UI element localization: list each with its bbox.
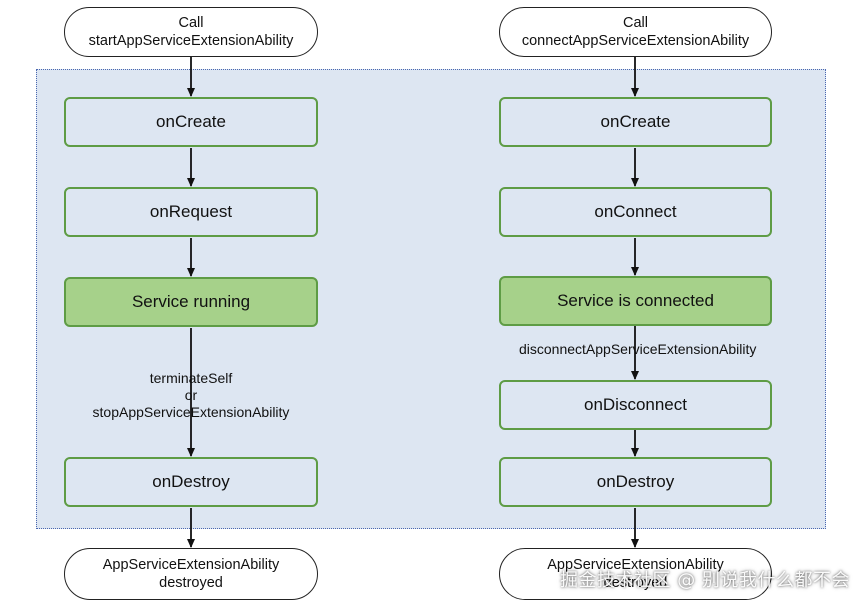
left-start-line2: startAppServiceExtensionAbility xyxy=(88,33,294,49)
left-stop-line2: or xyxy=(184,387,198,403)
left-stop-label: terminateSelf or stopAppServiceExtension… xyxy=(66,370,316,421)
right-ondisconnect-node: onDisconnect xyxy=(499,380,772,430)
right-end-line2: destroyed xyxy=(603,575,668,591)
left-end-line2: destroyed xyxy=(159,575,223,591)
right-start-line1: Call xyxy=(623,15,648,31)
left-ondestroy-node: onDestroy xyxy=(64,457,318,507)
right-onconnect-node: onConnect xyxy=(499,187,772,237)
watermark-text: 掘金技术社区 @ 别说我什么都不会 xyxy=(560,570,850,591)
right-oncreate-node: onCreate xyxy=(499,97,772,147)
left-start-line1: Call xyxy=(178,15,204,31)
right-end-terminal: AppServiceExtensionAbility destroyed xyxy=(499,548,772,600)
left-oncreate-node: onCreate xyxy=(64,97,318,147)
right-end-line1: AppServiceExtensionAbility xyxy=(547,557,724,573)
left-stop-line3: stopAppServiceExtensionAbility xyxy=(92,404,290,420)
left-start-terminal: Call startAppServiceExtensionAbility xyxy=(64,7,318,57)
left-stop-line1: terminateSelf xyxy=(149,370,233,386)
left-onrequest-node: onRequest xyxy=(64,187,318,237)
right-disconnect-label: disconnectAppServiceExtensionAbility xyxy=(519,341,757,357)
right-start-line2: connectAppServiceExtensionAbility xyxy=(521,33,750,49)
right-connected-node: Service is connected xyxy=(499,276,772,326)
left-running-node: Service running xyxy=(64,277,318,327)
right-ondestroy-node: onDestroy xyxy=(499,457,772,507)
left-end-line1: AppServiceExtensionAbility xyxy=(102,557,280,573)
right-start-terminal: Call connectAppServiceExtensionAbility xyxy=(499,7,772,57)
left-end-terminal: AppServiceExtensionAbility destroyed xyxy=(64,548,318,600)
